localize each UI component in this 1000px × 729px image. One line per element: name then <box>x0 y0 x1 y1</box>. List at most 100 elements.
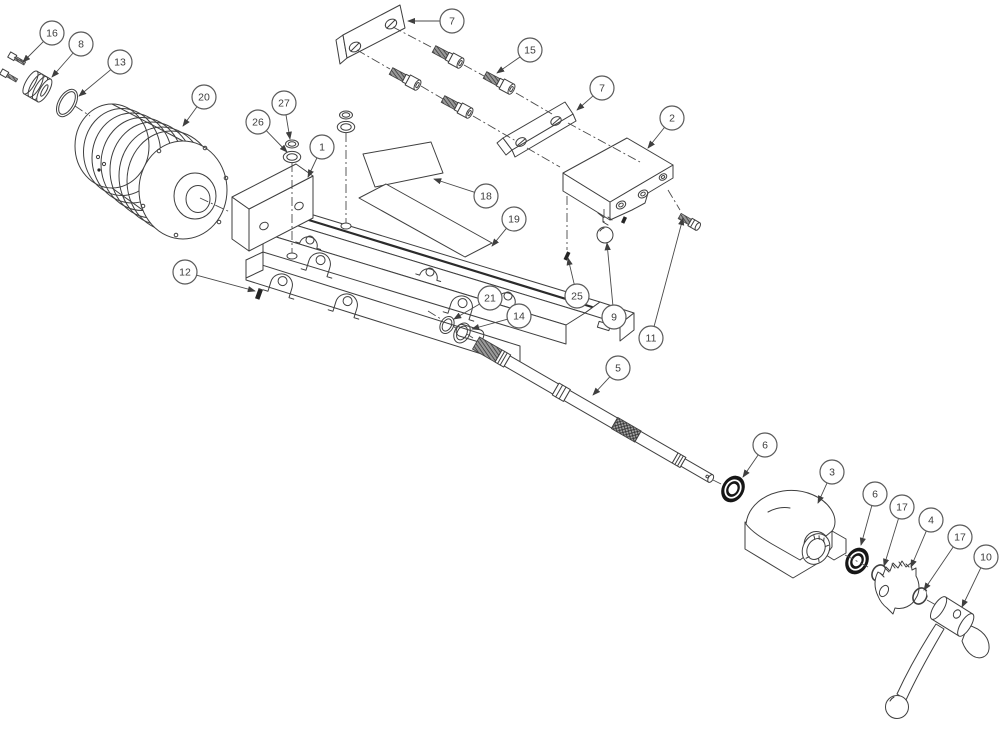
balloon-circle <box>564 283 590 309</box>
balloon-circle <box>638 325 664 351</box>
leader-line <box>576 95 594 111</box>
callout-5: 5 <box>592 355 631 396</box>
callout-6: 6 <box>859 481 888 546</box>
balloon-circle <box>752 432 778 458</box>
leader-line <box>196 274 256 293</box>
part-cap-screw-a <box>431 45 465 69</box>
part-movable-jaw <box>562 137 674 226</box>
leader-line <box>859 505 873 546</box>
leader-line <box>566 257 575 285</box>
callout-20: 20 <box>182 84 217 127</box>
part-jaw-plate-right <box>496 101 577 158</box>
leader-line <box>910 530 927 568</box>
part-oring-26b <box>336 120 356 134</box>
callout-21: 21 <box>453 285 503 320</box>
balloon-number: 13 <box>114 57 126 69</box>
part-cap-screw-15 <box>482 71 516 95</box>
balloon-circle <box>973 544 999 570</box>
balloon-number: 8 <box>78 39 84 51</box>
balloon-number: 21 <box>484 293 496 305</box>
callout-1: 1 <box>307 134 335 178</box>
balloon-number: 25 <box>571 291 583 303</box>
leader-line <box>742 454 759 478</box>
callout-15: 15 <box>496 37 543 74</box>
balloon-number: 6 <box>762 440 768 452</box>
balloon-number: 12 <box>179 267 191 279</box>
balloon-circle <box>889 494 915 520</box>
balloon-number: 10 <box>980 552 992 564</box>
part-cylinder-body <box>74 103 229 240</box>
balloon-number: 1 <box>319 142 325 154</box>
leader-line <box>22 41 44 63</box>
callout-17: 17 <box>923 524 973 591</box>
callout-13: 13 <box>78 49 133 97</box>
leader-line <box>285 114 292 140</box>
balloon-number: 27 <box>278 98 290 110</box>
part-plate-18 <box>362 141 444 188</box>
callout-11: 11 <box>638 217 685 351</box>
balloon-number: 3 <box>829 467 835 479</box>
leader-line <box>182 106 198 127</box>
callout-7: 7 <box>576 75 615 111</box>
leader-line <box>78 69 112 97</box>
balloon-circle <box>271 90 297 116</box>
callout-2: 2 <box>647 105 685 149</box>
leader-line <box>307 157 318 178</box>
part-screw-16b <box>0 68 19 83</box>
centerlines <box>13 26 937 606</box>
balloon-circle <box>172 259 198 285</box>
callout-17: 17 <box>883 494 915 567</box>
callout-4: 4 <box>910 507 944 568</box>
part-ball-highlight <box>599 227 605 232</box>
leader-line <box>453 303 480 320</box>
balloon-circle <box>439 8 465 34</box>
callout-18: 18 <box>433 178 499 209</box>
part-oring-26a <box>282 150 302 164</box>
leader-line <box>592 376 611 396</box>
balloon-number: 19 <box>508 214 520 226</box>
balloon-number: 4 <box>928 515 934 527</box>
balloon-circle <box>589 75 615 101</box>
callout-12: 12 <box>172 259 256 293</box>
balloon-number: 18 <box>480 191 492 203</box>
part-ball <box>596 226 614 244</box>
callout-7: 7 <box>407 8 465 34</box>
part-washer-14 <box>453 322 471 344</box>
callout-10: 10 <box>961 544 999 608</box>
leader-line <box>471 318 508 331</box>
callout-6: 6 <box>742 432 778 478</box>
leader-line <box>817 482 828 504</box>
part-pin-25 <box>563 251 571 261</box>
part-handle <box>885 596 990 719</box>
callout-27: 27 <box>271 90 297 140</box>
balloon-circle <box>68 31 94 57</box>
balloon-number: 16 <box>46 28 58 40</box>
leader-line <box>266 130 288 153</box>
part-cap <box>22 70 53 103</box>
balloon-circle <box>477 285 503 311</box>
part-lead-screw <box>471 336 715 483</box>
part-plate-19 <box>358 183 493 258</box>
balloon-number: 26 <box>252 117 264 129</box>
callout-14: 14 <box>471 303 532 331</box>
leader-line <box>923 546 954 591</box>
balloon-number: 7 <box>599 83 605 95</box>
callout-16: 16 <box>22 20 65 63</box>
balloon-circle <box>309 134 335 160</box>
balloon-circle <box>918 507 944 533</box>
leader-line <box>653 217 685 327</box>
callout-9: 9 <box>601 242 627 330</box>
leader-line <box>491 228 507 247</box>
leader-line <box>433 178 475 193</box>
leader-line <box>647 127 665 149</box>
balloon-circle <box>601 304 627 330</box>
balloon-circle <box>501 206 527 232</box>
balloon-circle <box>245 109 271 135</box>
balloon-circle <box>473 183 499 209</box>
balloon-circle <box>506 303 532 329</box>
balloon-number: 11 <box>646 333 657 345</box>
balloon-number: 5 <box>615 363 621 375</box>
callout-8: 8 <box>51 31 94 78</box>
leader-line <box>961 567 982 608</box>
